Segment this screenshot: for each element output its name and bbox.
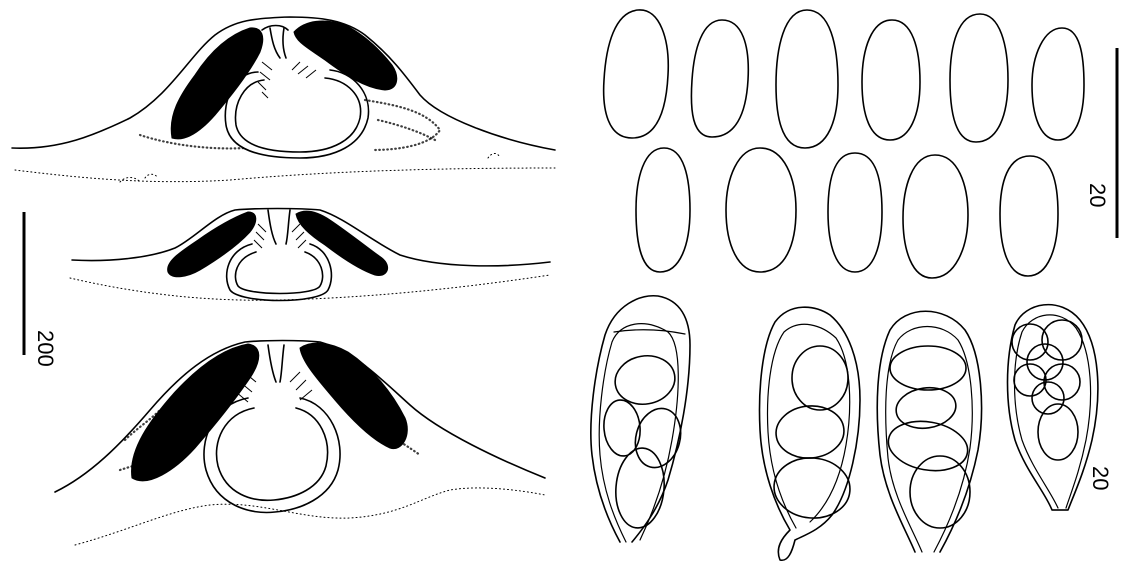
clypeus-right-bottom	[300, 343, 407, 449]
scale-bar-sections: 200	[24, 212, 58, 367]
ascus-2	[760, 307, 860, 560]
ascospore-6	[1032, 28, 1084, 140]
scale-bar-asci: 20	[1088, 466, 1113, 490]
ascospore-2	[691, 20, 748, 137]
scale-bar-ascospores: 20	[1085, 48, 1117, 238]
ascoma-section-middle	[70, 209, 550, 301]
scale-label-asci: 20	[1088, 466, 1113, 490]
clypeus-right	[294, 21, 397, 90]
ascus-1	[591, 296, 690, 542]
scale-label-ascospores: 20	[1085, 183, 1110, 207]
ascospore-9	[828, 153, 882, 272]
ascospore-4	[862, 20, 920, 140]
ascospore-5	[950, 14, 1008, 142]
ascospore-1	[604, 10, 669, 138]
ascospore-7	[636, 148, 690, 272]
ascus-4	[1008, 305, 1098, 510]
ascospores	[604, 10, 1084, 278]
ascospore-8	[726, 148, 796, 272]
ascospore-3	[776, 10, 838, 148]
ascoma-section-top	[12, 17, 555, 182]
ascospore-11	[1000, 156, 1058, 276]
ascoma-section-bottom	[55, 341, 545, 546]
ascospore-10	[903, 155, 968, 278]
scale-label-sections: 200	[33, 330, 58, 367]
ascus-3	[877, 311, 981, 552]
clypeus-left	[171, 28, 263, 139]
